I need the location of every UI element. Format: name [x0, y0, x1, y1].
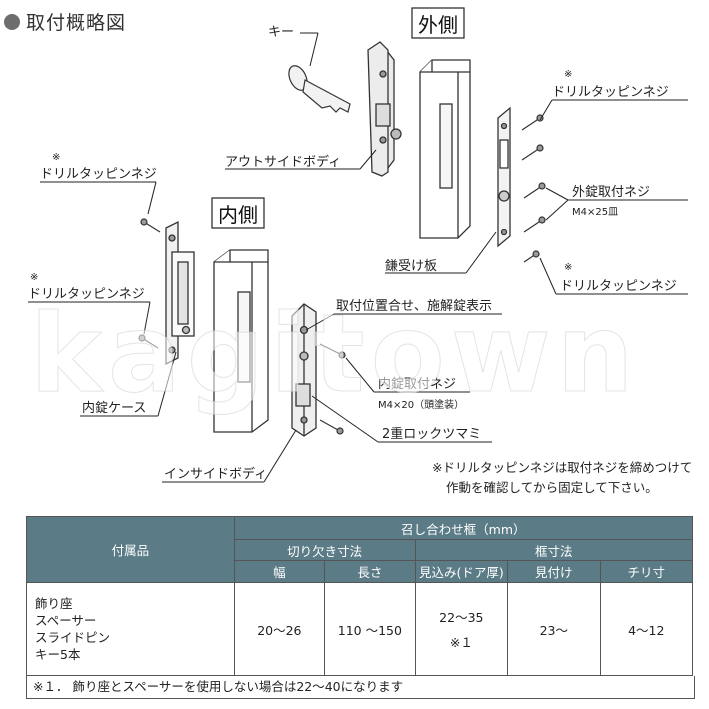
section-heading: 取付概略図: [4, 8, 126, 35]
key-drawing: [288, 65, 351, 113]
accessories-cell: 飾り座 スペーサー スライドピン キー5本: [26, 582, 235, 676]
inner-lock-screws: [319, 343, 346, 435]
position-indicator-label: 取付位置合せ、施解錠表示: [336, 299, 492, 314]
drill-screw-label-outer-top: ドリルタッピンネジ: [552, 85, 669, 100]
value-clearance: 4～12: [599, 582, 693, 676]
inside-body-drawing: [291, 303, 317, 437]
drill-screw-mark-inner-top: ※: [52, 152, 60, 163]
outer-side-box: [411, 7, 465, 39]
col-width: 幅: [233, 560, 326, 583]
inner-frame-drawing: [213, 249, 269, 433]
accessory-item: スペーサー: [35, 613, 97, 628]
value-width: 20～26: [233, 582, 326, 676]
drill-screw-mark-inner-bottom: ※: [30, 272, 38, 283]
key-label: キー: [268, 25, 294, 40]
outside-body-drawing: [367, 41, 402, 177]
accessory-item: キー5本: [35, 647, 81, 662]
install-note-line-2: 作動を確認してから固定して下さい。: [446, 480, 658, 495]
col-face: 見付け: [507, 560, 601, 583]
cutout-header: 切り欠き寸法: [233, 539, 416, 561]
inner-side-label: 内側: [218, 203, 258, 227]
outer-side-label: 外側: [418, 13, 458, 37]
value-depth: 22～35: [439, 610, 484, 625]
inner-lock-case-drawing: [165, 220, 195, 366]
accessory-item: 飾り座: [35, 596, 73, 611]
value-depth-cell: 22～35 ※１: [414, 582, 509, 676]
value-face: 23～: [507, 582, 601, 676]
col-clearance: チリ寸: [599, 560, 693, 583]
installation-diagram: 外側 内側 キー アウトサイドボディ 鎌受け板: [28, 7, 688, 483]
outer-lock-screw-spec: M4×25皿: [572, 207, 618, 218]
table-footnote: ※１． 飾り座とスペーサーを使用しない場合は22～40になります: [26, 676, 695, 699]
inner-screws: [138, 218, 161, 349]
frame-dim-header: 框寸法: [414, 539, 694, 561]
strike-plate-drawing: [497, 106, 511, 248]
outer-screws: [521, 114, 546, 263]
inner-side-box: [211, 197, 265, 229]
value-length: 110 ～150: [324, 582, 416, 676]
drill-screw-label-inner-top: ドリルタッピンネジ: [40, 167, 157, 182]
outer-frame-drawing: [419, 59, 471, 239]
outer-lock-screw-label: 外錠取付ネジ: [572, 185, 650, 200]
bullet-circle-icon: [4, 13, 20, 30]
install-note-line-1: ※ドリルタッピンネジは取付ネジを締めつけて: [432, 460, 693, 475]
col-depth: 見込み(ドア厚): [414, 560, 509, 583]
inner-lock-screw-spec: M4×20（頭塗装）: [378, 398, 464, 411]
drill-screw-label-inner-bottom: ドリルタッピンネジ: [28, 287, 145, 302]
drill-screw-mark-outer-bottom: ※: [564, 262, 572, 273]
accessory-item: スライドピン: [35, 630, 111, 645]
drill-screw-mark-outer-top: ※: [564, 69, 572, 80]
accessories-header: 付属品: [26, 516, 235, 583]
drill-screw-label-outer-bottom: ドリルタッピンネジ: [560, 279, 677, 294]
double-lock-knob-label: 2重ロックツマミ: [382, 426, 481, 442]
page-title: 取付概略図: [26, 12, 127, 34]
strike-plate-label: 鎌受け板: [385, 259, 437, 274]
inner-lock-case-label: 内錠ケース: [82, 400, 146, 416]
inside-body-label: インサイドボディ: [164, 466, 267, 482]
col-length: 長さ: [324, 560, 416, 583]
value-depth-note: ※１: [449, 635, 473, 650]
spec-table: 付属品 召し合わせ框（mm） 切り欠き寸法 框寸法 幅 長さ 見込み(ドア厚) …: [26, 516, 694, 676]
outside-body-label: アウトサイドボディ: [225, 154, 341, 170]
frame-header: 召し合わせ框（mm）: [233, 516, 694, 540]
inner-lock-screw-label: 内錠取付ネジ: [378, 376, 456, 392]
